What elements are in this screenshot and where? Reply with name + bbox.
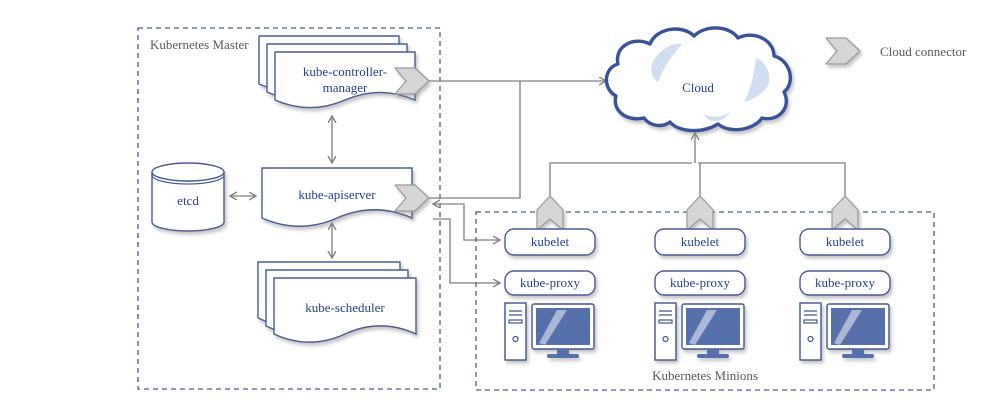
connector-arrow-shape [686, 195, 714, 231]
connection-lines [230, 81, 846, 283]
etcd-node: etcd [151, 162, 225, 232]
pc-screen-glare [689, 310, 717, 345]
cylinder-top [151, 162, 225, 182]
kubelet-label-2: kubelet [681, 234, 720, 249]
cloud-node: Cloud [604, 26, 793, 133]
minion-node-1: kubelet kube-proxy [504, 195, 596, 361]
kube-proxy-label-1: kube-proxy [520, 275, 580, 290]
cloud-connector-icon-controller [394, 67, 430, 95]
cloud-connector-legend-icon [825, 37, 861, 65]
kubelet-label-3: kubelet [826, 234, 865, 249]
pc-screen-glare [539, 310, 567, 345]
legend-cloud-connector-label: Cloud connector [880, 44, 967, 59]
pc-tower-button [512, 335, 519, 343]
doc-front [274, 51, 416, 109]
apiserver-label: kube-apiserver [298, 187, 376, 202]
kube-proxy-node-3 [799, 270, 891, 296]
line-apiserver-to-cloud [429, 81, 521, 199]
controller-manager-label-line1: kube-controller- [303, 64, 387, 79]
cloud-connector-icon-minion-3 [831, 195, 859, 231]
pc-monitor-neck [852, 349, 864, 354]
pc-screen-glare [834, 310, 862, 345]
pc-tower-vents [804, 310, 817, 316]
cylinder-rim [151, 174, 225, 185]
kube-proxy-label-3: kube-proxy [815, 275, 875, 290]
pc-tower-button [662, 335, 669, 343]
minion-computer-icon-1 [504, 302, 595, 361]
cloud-label: Cloud [682, 80, 714, 95]
pc-tower [799, 302, 822, 361]
minions-title: Kubernetes Minions [652, 368, 758, 383]
connector-arrow-shape [831, 195, 859, 231]
cloud-shade-bottom [704, 112, 730, 122]
cloud-shade-right [744, 58, 770, 102]
pc-monitor-base [697, 354, 729, 358]
line-minion3-to-cloud [698, 162, 846, 196]
controller-manager-label-line2: manager [323, 80, 368, 95]
pc-tower-vents [509, 310, 522, 316]
cloud-connector-icon-minion-1 [536, 195, 564, 231]
pc-monitor-neck [557, 349, 569, 354]
kube-scheduler-node: kube-scheduler [257, 261, 417, 343]
connector-arrow-shape [394, 184, 430, 212]
arrow-apiserver-kubelet [433, 204, 500, 240]
connector-arrow-shape [536, 195, 564, 231]
pc-monitor-base [547, 354, 579, 358]
master-dashed-border [137, 27, 441, 390]
connector-arrow-shape [394, 67, 430, 95]
line-minion1-to-cloud [549, 162, 692, 196]
kube-proxy-node-2 [654, 270, 746, 296]
pc-tower [504, 302, 527, 361]
scheduler-label: kube-scheduler [305, 300, 385, 315]
kube-proxy-label-2: kube-proxy [670, 275, 730, 290]
cloud-connector-icon-minion-2 [686, 195, 714, 231]
kubelet-node-2 [654, 228, 746, 256]
pc-tower-slot [803, 319, 818, 324]
kubelet-label-1: kubelet [531, 234, 570, 249]
doc-front [273, 277, 417, 343]
pc-tower-slot [658, 319, 673, 324]
pc-monitor-base [842, 354, 874, 358]
kubelet-node-3 [799, 228, 891, 256]
cloud-shape [604, 26, 793, 133]
minion-computer-icon-3 [799, 302, 890, 361]
minion-node-3: kubelet kube-proxy [799, 195, 891, 361]
pc-tower-vents [659, 310, 672, 316]
master-title: Kubernetes Master [150, 37, 249, 52]
kube-proxy-node-1 [504, 270, 596, 296]
pc-tower-slot [508, 319, 523, 324]
pc-monitor-neck [707, 349, 719, 354]
cloud-shade-left [651, 43, 682, 82]
minion-node-2: kubelet kube-proxy [654, 195, 746, 361]
kube-controller-manager-node: kube-controller- manager [258, 35, 416, 109]
legend: Cloud connector [825, 37, 967, 65]
kubernetes-master-container: Kubernetes Master [137, 27, 441, 390]
arrow-apiserver-kubeproxy [433, 218, 500, 283]
connector-arrow-shape [825, 37, 861, 65]
kubelet-node-1 [504, 228, 596, 256]
etcd-label: etcd [177, 193, 199, 208]
cloud-connector-icon-apiserver [394, 184, 430, 212]
minion-computer-icon-2 [654, 302, 745, 361]
pc-tower [654, 302, 677, 361]
doc-apiserver [261, 167, 413, 227]
pc-tower-button [807, 335, 814, 343]
kube-apiserver-node: kube-apiserver [261, 167, 413, 227]
